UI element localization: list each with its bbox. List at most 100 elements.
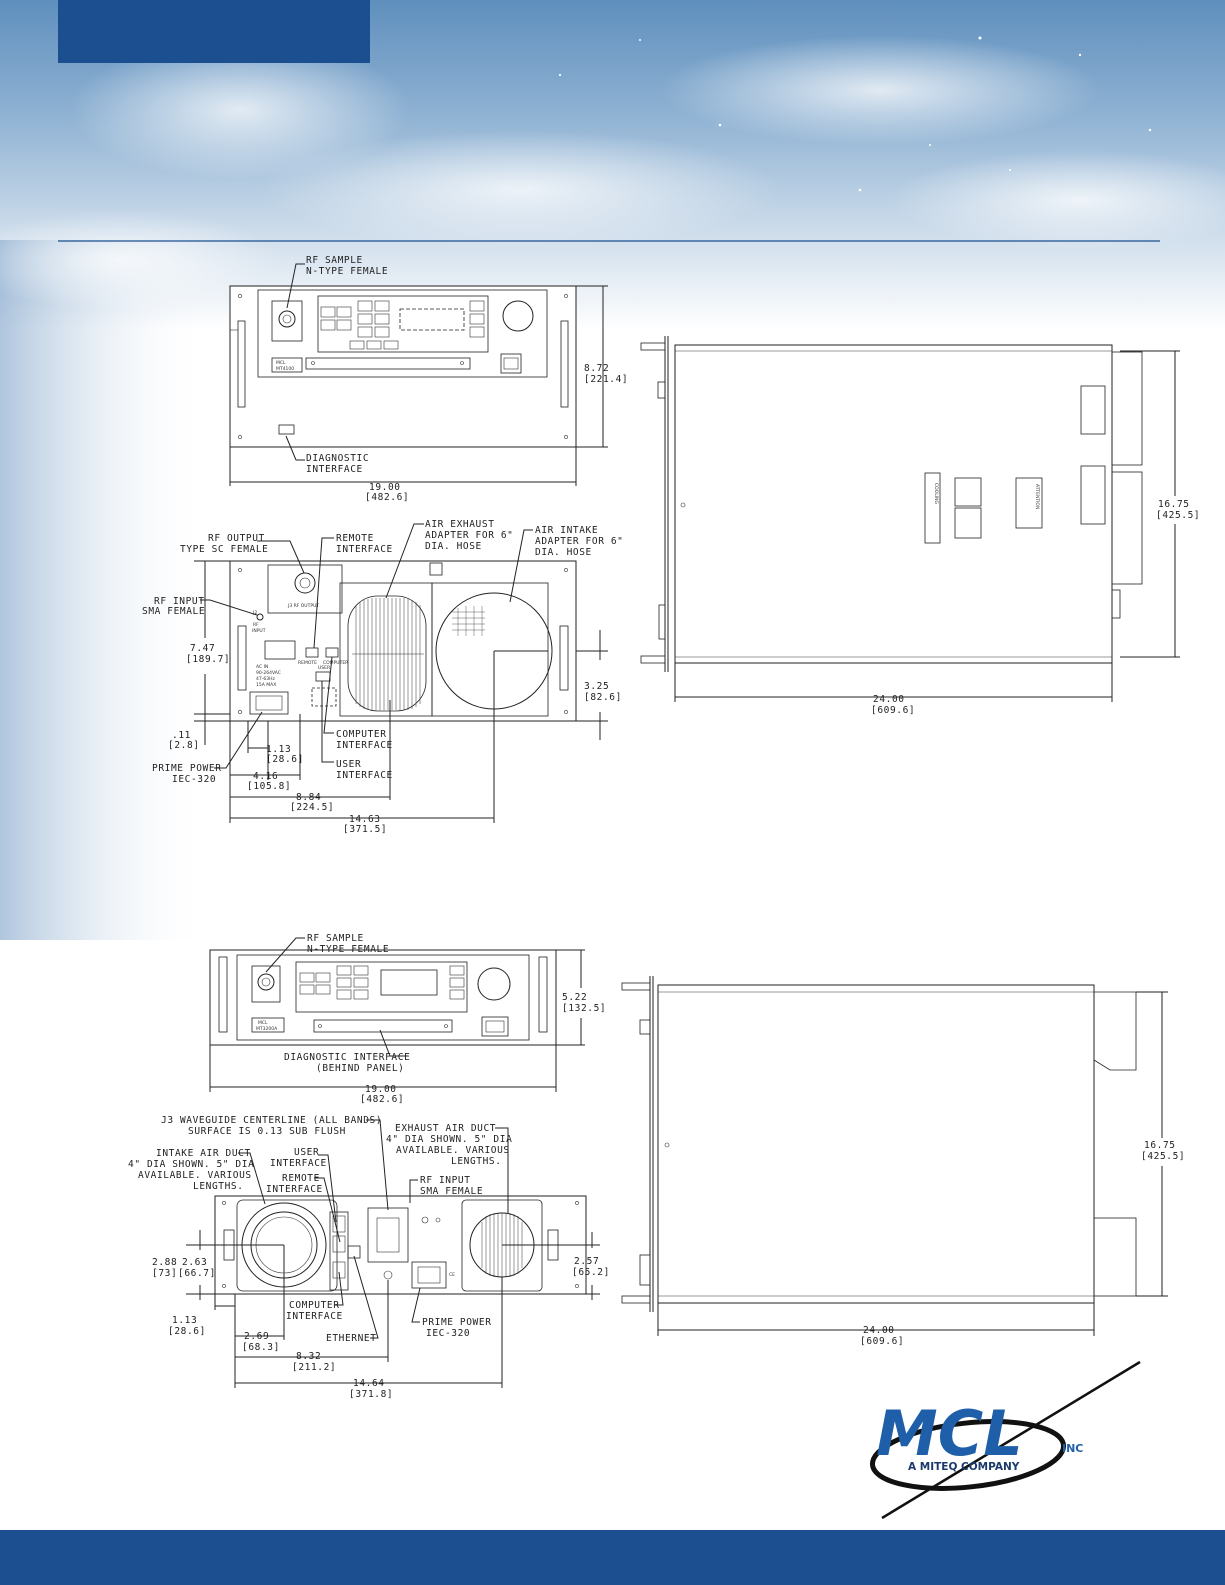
u1-panel-rf: RF [253, 622, 259, 628]
u2-waveguide-2: SURFACE IS 0.13 SUB FLUSH [188, 1126, 346, 1137]
u2-side-depth-mm: [609.6] [860, 1336, 904, 1347]
u2-front-height-in: 5.22 [562, 992, 587, 1003]
u1-dim416-in: 4.16 [253, 771, 278, 782]
u1-rf-output-2: TYPE SC FEMALE [180, 544, 268, 555]
u1-side-cooling-label: COOLING [933, 483, 939, 504]
u2-side-height-mm: [425.5] [1141, 1151, 1185, 1162]
u1-user-2: INTERFACE [336, 770, 393, 781]
u1-rf-input-2: SMA FEMALE [142, 606, 205, 617]
u2-dim288-mm: [73] [152, 1268, 177, 1279]
u1-front-width-mm: [482.6] [365, 492, 409, 503]
u2-side-height-in: 16.75 [1144, 1140, 1176, 1151]
logo-tagline: A MITEQ COMPANY [908, 1461, 1020, 1473]
logo-inc: INC [1062, 1442, 1083, 1455]
u2-dim1464-in: 14.64 [353, 1378, 385, 1389]
u1-air-intake-2: ADAPTER FOR 6" [535, 536, 623, 547]
u2-intake-2: 4" DIA SHOWN. 5" DIA [128, 1159, 254, 1170]
u2-exhaust-4: LENGTHS. [451, 1156, 502, 1167]
u1-rf-input-1: RF INPUT [154, 596, 205, 607]
u1-diagnostic-1: DIAGNOSTIC [306, 453, 369, 464]
u2-computer-1: COMPUTER [289, 1300, 340, 1311]
u2-diagnostic-1: DIAGNOSTIC INTERFACE [284, 1052, 410, 1063]
u1-side-depth-in: 24.00 [873, 694, 905, 705]
u2-waveguide-1: J3 WAVEGUIDE CENTERLINE (ALL BANDS) [161, 1115, 382, 1126]
u2-front-height-mm: [132.5] [562, 1003, 606, 1014]
u1-prime-power-1: PRIME POWER [152, 763, 222, 774]
footer-bar [0, 1530, 1225, 1585]
u2-dim832-in: 8.32 [296, 1351, 321, 1362]
u1-panel-input: INPUT [252, 628, 266, 634]
mcl-logo: MCL INC A MITEQ COMPANY [869, 1360, 1141, 1520]
u2-dim113-mm: [28.6] [168, 1326, 206, 1337]
u1-panel-j2: J2 [252, 610, 257, 616]
u1-diagnostic-2: INTERFACE [306, 464, 363, 475]
u2-exhaust-1: EXHAUST AIR DUCT [395, 1123, 496, 1134]
u1-panel-remote: REMOTE [298, 660, 317, 666]
u2-exhaust-3: AVAILABLE. VARIOUS [396, 1145, 510, 1156]
u1-dim113-in: 1.13 [266, 744, 291, 755]
u2-diagnostic-2: (BEHIND PANEL) [316, 1063, 404, 1074]
u1-front-width-in: 19.00 [369, 482, 401, 493]
unit1-side-view: COOLING ATTENTION 16.75 [425.5] 24.00 [6… [640, 336, 1200, 716]
u1-front-model-badge: MT4100 [276, 366, 294, 372]
u2-dim263-in: 2.63 [182, 1257, 207, 1268]
u1-air-exhaust-2: ADAPTER FOR 6" [425, 530, 513, 541]
unit1-front-view: MCL MT4100 19.00 [482.6] 8.72 [221.4] RF… [229, 255, 628, 503]
u1-dim416-mm: [105.8] [247, 781, 291, 792]
u2-intake-1: INTAKE AIR DUCT [156, 1148, 251, 1159]
u1-rf-output-1: RF OUTPUT [208, 533, 265, 544]
u1-remote-2: INTERFACE [336, 544, 393, 555]
u1-front-brand: MCL [276, 360, 286, 366]
u1-dim747-in: 7.47 [190, 643, 215, 654]
u1-dim325-in: 3.25 [584, 681, 609, 692]
u2-computer-2: INTERFACE [286, 1311, 343, 1322]
u1-computer-2: INTERFACE [336, 740, 393, 751]
u2-remote-2: INTERFACE [266, 1184, 323, 1195]
u2-rf-input-1: RF INPUT [420, 1175, 471, 1186]
u1-dim1463-mm: [371.5] [343, 824, 387, 835]
u2-intake-3: AVAILABLE. VARIOUS [138, 1170, 252, 1181]
u1-panel-ac-1: AC IN [256, 664, 268, 670]
u2-dim269-mm: [68.3] [242, 1342, 280, 1353]
u1-panel-user: USER [318, 665, 330, 671]
u1-air-intake-1: AIR INTAKE [535, 525, 598, 536]
u2-prime-power-1: PRIME POWER [422, 1317, 492, 1328]
u1-panel-j3: J3 RF OUTPUT [287, 603, 319, 609]
u2-front-brand: MCL [258, 1020, 268, 1026]
u1-panel-ac-3: 47-63Hz [256, 676, 275, 682]
u2-dim288-in: 2.88 [152, 1257, 177, 1268]
u2-dim113-in: 1.13 [172, 1315, 197, 1326]
u1-side-attention-label: ATTENTION [1034, 484, 1040, 509]
u2-rf-input-2: SMA FEMALE [420, 1186, 483, 1197]
unit1-rear-view: J3 RF OUTPUT J2 RF INPUT REMOTE COMPUTER… [142, 519, 623, 835]
u1-air-intake-3: DIA. HOSE [535, 547, 592, 558]
u1-dim011-in: .11 [172, 730, 191, 741]
u1-side-height-in: 16.75 [1158, 499, 1190, 510]
u1-dim884-in: 8.84 [296, 792, 321, 803]
u2-dim257-in: 2.57 [574, 1256, 599, 1267]
u2-remote-1: REMOTE [282, 1173, 320, 1184]
u2-dim263-mm: [66.7] [178, 1268, 216, 1279]
u1-panel-computer: COMPUTER [323, 660, 348, 666]
u2-user-1: USER [294, 1147, 319, 1158]
u2-side-depth-in: 24.00 [863, 1325, 895, 1336]
u2-front-width-in: 19.00 [365, 1084, 397, 1095]
u2-ce-mark: CE [449, 1272, 455, 1278]
u1-panel-ac-2: 90-264VAC [256, 670, 281, 676]
u1-dim011-mm: [2.8] [168, 740, 200, 751]
u1-panel-ac-4: 15A MAX [256, 682, 276, 688]
u1-prime-power-2: IEC-320 [172, 774, 216, 785]
u2-intake-4: LENGTHS. [193, 1181, 244, 1192]
u1-remote-1: REMOTE [336, 533, 374, 544]
u2-exhaust-2: 4" DIA SHOWN. 5" DIA [386, 1134, 512, 1145]
u1-side-height-mm: [425.5] [1156, 510, 1200, 521]
u1-dim325-mm: [82.6] [584, 692, 622, 703]
u2-dim1464-mm: [371.8] [349, 1389, 393, 1400]
u1-front-height-in: 8.72 [584, 363, 609, 374]
header-block [58, 0, 370, 63]
u1-dim747-mm: [189.7] [186, 654, 230, 665]
u2-user-2: INTERFACE [270, 1158, 327, 1169]
u2-front-width-mm: [482.6] [360, 1094, 404, 1105]
u2-rf-sample-2: N-TYPE FEMALE [307, 944, 389, 955]
